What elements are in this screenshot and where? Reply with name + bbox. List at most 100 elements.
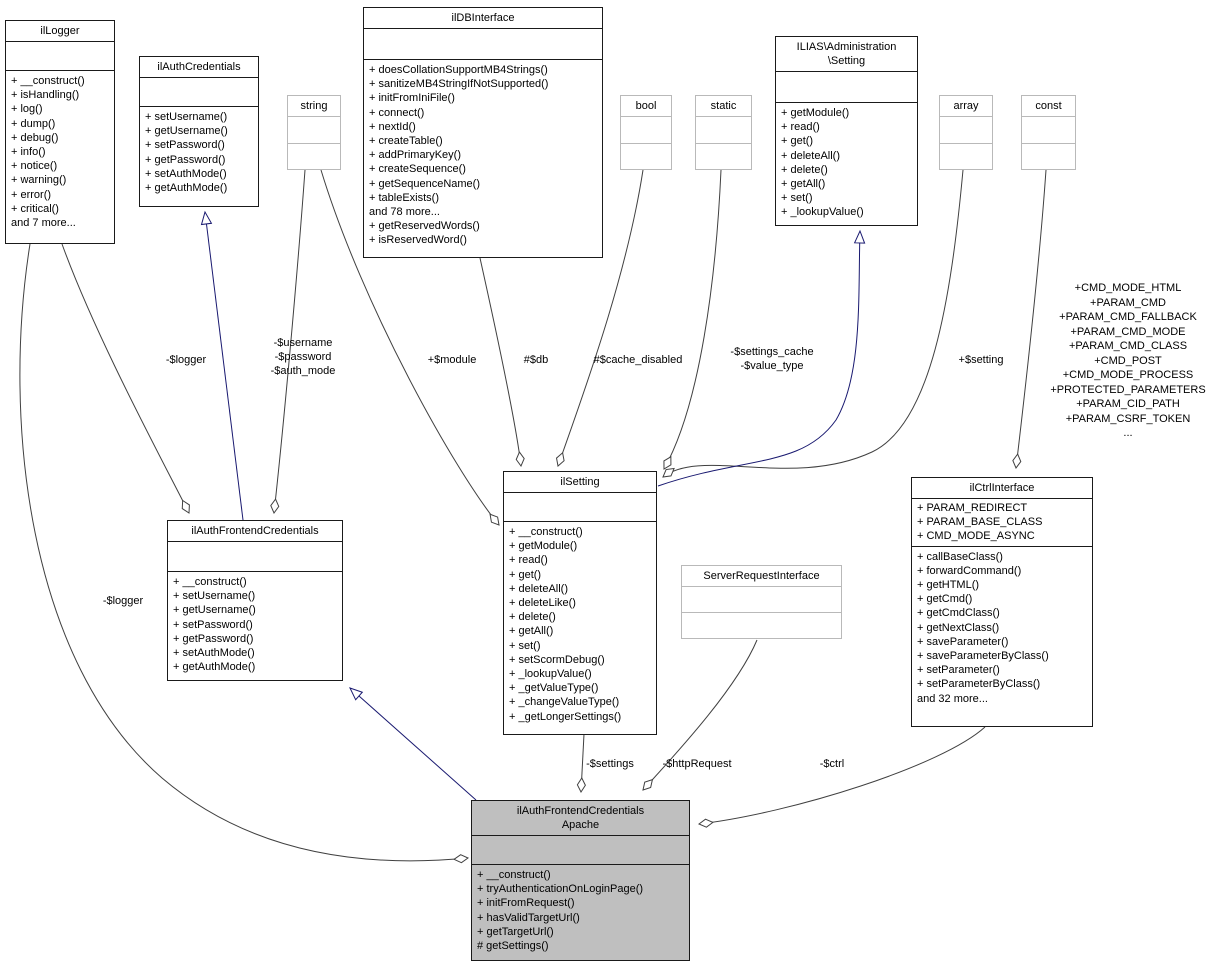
class-title-line: ilAuthCredentials — [157, 61, 241, 73]
edge-label-line: +PARAM_CMD — [1090, 296, 1166, 309]
class-methods: + __construct()+ isHandling()+ log()+ du… — [6, 71, 114, 243]
class-methods: + __construct() + setUsername()+ getUsern… — [168, 572, 342, 680]
class-title: ilAuthCredentials — [140, 57, 258, 78]
edge-label-line: +PARAM_CMD_FALLBACK — [1059, 311, 1197, 323]
class-box-ildbinterface[interactable]: ilDBInterface + doesCollationSupportMB4St… — [363, 7, 603, 258]
edge-inheritance-frontend-to-ilauthcredentials — [200, 210, 244, 521]
class-methods — [288, 144, 340, 169]
class-method-line: + hasValidTargetUrl() — [477, 911, 580, 924]
class-title-line: static — [710, 100, 737, 112]
class-title: ilDBInterface — [364, 8, 602, 29]
class-method-line: + debug() — [11, 131, 59, 144]
edge-label-http-request: -$httpRequest — [662, 758, 731, 772]
class-method-line: + addPrimaryKey() — [369, 149, 462, 162]
class-box-ilsetting[interactable]: ilSetting + __construct()+ getModule()+ r… — [503, 471, 657, 735]
class-method-line: + tryAuthenticationOnLoginPage() — [477, 883, 644, 896]
class-method-line: + setParameter() — [917, 664, 1000, 677]
edge-label-line: +$setting — [958, 354, 1004, 366]
edge-label-line: -$ctrl — [819, 758, 845, 770]
class-method-line: + setUsername() — [145, 111, 228, 123]
class-method-line: + connect() — [369, 106, 425, 119]
class-methods: + __construct()+ getModule()+ read()+ ge… — [504, 522, 656, 734]
class-attributes — [140, 78, 258, 107]
class-method-line: + delete() — [781, 163, 828, 176]
edge-label-line: #$db — [523, 354, 549, 366]
class-method-line: + set() — [781, 192, 813, 205]
class-methods: + __construct()+ tryAuthenticationOnLogi… — [472, 865, 689, 960]
class-method-line: + getSequenceName() — [369, 177, 480, 190]
edge-label-line: -$logger — [165, 354, 207, 366]
class-method-line: + setAuthMode() — [173, 647, 255, 660]
class-method-line: + read() — [509, 554, 548, 567]
class-method-line: + nextId() — [369, 120, 416, 133]
class-box-ilias-administration-setting[interactable]: ILIAS\Administration\Setting+ getModule(… — [775, 36, 918, 226]
class-method-line: + getModule() — [509, 540, 578, 553]
class-attributes — [621, 117, 671, 144]
class-title-line: \Setting — [827, 55, 866, 67]
class-title: static — [696, 96, 751, 117]
class-method-line: + deleteAll() — [509, 582, 569, 595]
class-attributes — [288, 117, 340, 144]
edge-inheritance-ilsetting-to-administration-setting — [657, 229, 866, 487]
class-method-line: + getModule() — [781, 107, 850, 119]
class-method-line: + sanitizeMB4StringIfNotSupported() — [369, 78, 549, 91]
class-methods — [696, 144, 751, 169]
edge-label-line: +$module — [427, 354, 477, 366]
class-method-line: + saveParameterByClass() — [917, 650, 1049, 663]
edge-label-ctrl: -$ctrl — [820, 758, 844, 772]
edge-string-to-frontend — [270, 169, 306, 515]
class-title-line: ilLogger — [40, 25, 80, 37]
edge-array-to-ilsetting — [662, 169, 964, 478]
class-title: ilSetting — [504, 472, 656, 493]
class-method-line: + _lookupValue() — [781, 206, 864, 219]
class-box-static: static — [695, 95, 752, 170]
class-attributes — [364, 29, 602, 60]
class-attribute-line: + PARAM_REDIRECT — [917, 502, 1028, 514]
class-attributes — [696, 117, 751, 144]
class-method-line: + setScormDebug() — [509, 653, 605, 666]
edge-label-line: -$logger — [102, 595, 144, 607]
class-methods: + callBaseClass()+ forwardCommand()+ get… — [912, 547, 1092, 726]
class-title: array — [940, 96, 992, 117]
class-attributes — [504, 493, 656, 522]
class-method-line: + __construct() — [173, 576, 247, 588]
class-box-illogger[interactable]: ilLogger + __construct()+ isHandling()+ l… — [5, 20, 115, 244]
class-method-line: # getSettings() — [477, 940, 549, 953]
edge-label-logger-bottom: -$logger — [103, 595, 143, 609]
edge-label-line: -$settings_cache — [730, 346, 814, 358]
class-title-line: ilCtrlInterface — [969, 482, 1035, 494]
class-method-line: + log() — [11, 103, 43, 116]
edge-label-line: -$httpRequest — [662, 758, 732, 770]
edge-label-line: ... — [1123, 427, 1133, 439]
class-method-line: + setAuthMode() — [145, 167, 227, 180]
class-title: bool — [621, 96, 671, 117]
class-method-line: + saveParameter() — [917, 635, 1009, 648]
class-attributes — [472, 836, 689, 865]
class-box-ilauthcredentials[interactable]: ilAuthCredentials + setUsername()+ getUse… — [139, 56, 259, 207]
class-method-line: + get() — [509, 568, 542, 581]
class-methods: + setUsername()+ getUsername()+ setPassw… — [140, 107, 258, 206]
class-method-line: + createSequence() — [369, 163, 466, 176]
class-method-line: + get() — [781, 135, 814, 148]
class-title-line: string — [300, 100, 328, 112]
class-title: ServerRequestInterface — [682, 566, 841, 587]
class-title-line: bool — [635, 100, 657, 112]
edge-ildbinterface-to-ilsetting — [479, 257, 525, 468]
class-method-line: + setUsername() — [173, 590, 256, 603]
class-method-line: + getAll() — [781, 178, 826, 191]
class-method-line: + dump() — [11, 117, 56, 130]
class-method-line: + doesCollationSupportMB4Strings() — [369, 64, 548, 76]
class-methods — [1022, 144, 1075, 169]
class-box-ilauthfrontendcredentials[interactable]: ilAuthFrontendCredentials+ __construct()… — [167, 520, 343, 681]
class-method-line: + delete() — [509, 611, 556, 624]
class-method-line: + read() — [781, 121, 820, 134]
edge-label-line: -$username — [273, 337, 333, 349]
edge-label-module: +$module — [428, 354, 477, 368]
class-method-line: + set() — [509, 639, 541, 652]
class-box-ilctrlinterface[interactable]: ilCtrlInterface+ PARAM_REDIRECT+ PARAM_B… — [911, 477, 1093, 727]
class-method-line: + getUsername() — [173, 604, 256, 617]
class-title-line: const — [1035, 100, 1062, 112]
